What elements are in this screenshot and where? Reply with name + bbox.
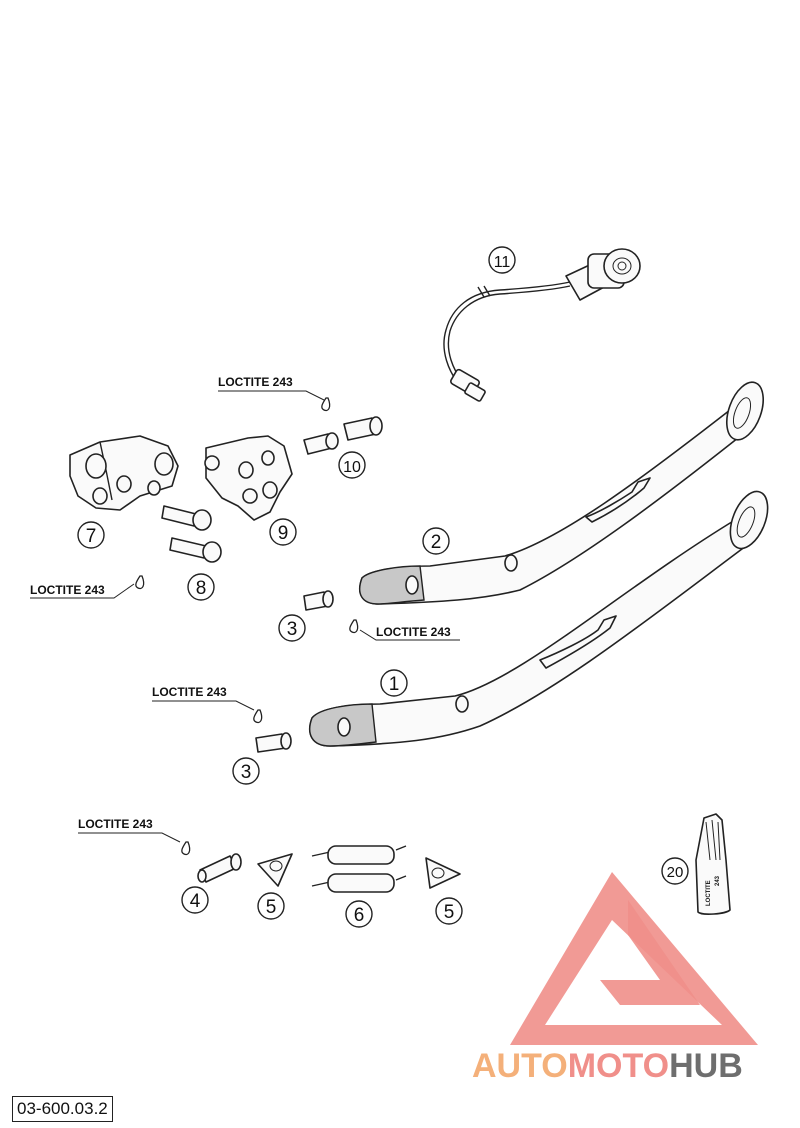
callout-number: 6: [354, 905, 365, 926]
callout-7: 7: [77, 521, 105, 549]
part-8-bolts: [161, 505, 222, 563]
callout-11: 11: [488, 246, 516, 274]
part-5-plate-right: [425, 857, 461, 889]
callout-number: 4: [190, 891, 201, 912]
callout-2: 2: [422, 527, 450, 555]
automotohub-watermark: AUTOMOTOHUB: [472, 872, 758, 1085]
loctite-note-label: LOCTITE 243: [30, 583, 105, 597]
callout-number: 9: [278, 523, 289, 544]
callout-20: 20: [661, 857, 689, 885]
loctite-note-label: LOCTITE 243: [376, 625, 451, 639]
part-4-fitting: [197, 853, 242, 883]
watermark-text-moto: MOTO: [568, 1047, 669, 1085]
part-5-plate-left: [257, 853, 293, 887]
callout-10: 10: [338, 451, 366, 479]
callout-9: 9: [269, 518, 297, 546]
part-2-side-stand: [358, 381, 765, 605]
callout-number: 5: [444, 902, 455, 923]
part-9-plate: [204, 435, 293, 521]
loctite-note-label: LOCTITE 243: [78, 817, 153, 831]
callout-number: 20: [667, 864, 684, 881]
callout-1: 1: [380, 669, 408, 697]
callout-5-right: 5: [435, 897, 463, 925]
callout-number: 2: [431, 532, 442, 553]
loctite-note-label: LOCTITE 243: [218, 375, 293, 389]
callout-number: 8: [196, 578, 207, 599]
svg-text:AUTOMOTOHUB: AUTOMOTOHUB: [472, 1047, 743, 1085]
drop-icon: [349, 619, 359, 634]
part-6-springs: [311, 845, 407, 893]
loctite-note-top: LOCTITE 243: [218, 375, 331, 412]
part-20-loctite-bottle: LOCTITE 243: [695, 813, 731, 915]
watermark-triangle-logo: [510, 872, 758, 1045]
loctite-note-bottom: LOCTITE 243: [78, 817, 191, 856]
callout-6: 6: [345, 900, 373, 928]
part-1-side-stand: [308, 490, 769, 747]
callout-number: 5: [266, 897, 277, 918]
callout-number: 7: [86, 526, 97, 547]
callout-5-left: 5: [257, 892, 285, 920]
part-11-sensor-cable: [443, 248, 641, 402]
bottle-number: 243: [715, 875, 721, 886]
callout-8: 8: [187, 573, 215, 601]
bottle-label: LOCTITE: [706, 880, 712, 906]
drop-icon: [321, 397, 331, 412]
callout-4: 4: [181, 886, 209, 914]
callout-3-lower: 3: [232, 757, 260, 785]
part-7-bracket: [69, 435, 179, 511]
watermark-text-auto: AUTO: [472, 1047, 568, 1085]
callout-number: 10: [343, 459, 361, 476]
part-3-screw-lower: [255, 732, 292, 753]
part-10-bolts: [303, 416, 383, 455]
part-3-screw-upper: [303, 590, 334, 611]
loctite-note-label: LOCTITE 243: [152, 685, 227, 699]
loctite-note-middle: LOCTITE 243: [349, 619, 460, 641]
callout-number: 3: [287, 619, 298, 640]
callout-number: 11: [494, 254, 511, 271]
callout-number: 1: [389, 674, 400, 695]
drop-icon: [135, 575, 145, 590]
diagram-code-label: 03-600.03.2: [12, 1096, 113, 1122]
callout-number: 3: [241, 762, 252, 783]
drop-icon: [253, 709, 263, 724]
watermark-text-hub: HUB: [669, 1047, 743, 1085]
loctite-note-left: LOCTITE 243: [30, 575, 145, 599]
loctite-note-lower: LOCTITE 243: [152, 685, 263, 724]
drop-icon: [181, 841, 191, 856]
callout-3-upper: 3: [278, 614, 306, 642]
